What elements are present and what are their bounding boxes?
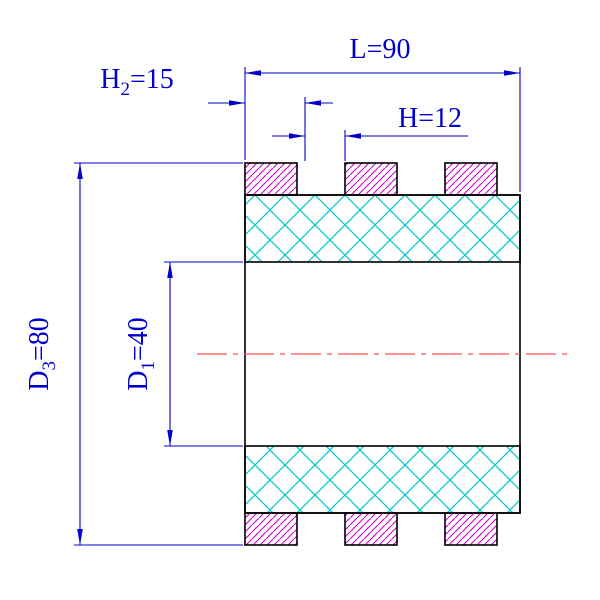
tooth-top-2 [344, 162, 398, 196]
dimension-H: H=12 [272, 103, 468, 161]
hatch-band-top [244, 194, 521, 263]
arrowhead-left [345, 133, 361, 139]
dimension-L: L=90 [244, 34, 521, 192]
dimension-D3: D3=80 [24, 162, 243, 546]
dimension-label-D3: D3=80 [24, 317, 60, 391]
hatch-band-bottom [244, 445, 521, 514]
arrowhead-up [167, 262, 173, 278]
dimension-label-H2: H2=15 [100, 64, 174, 100]
tooth-bottom-2 [344, 512, 398, 546]
dimension-label-H: H=12 [398, 103, 462, 134]
arrowhead-right [289, 133, 305, 139]
arrowhead-right [504, 70, 520, 76]
arrowhead-down [167, 430, 173, 446]
arrowhead-left [305, 100, 321, 106]
arrowhead-left [245, 70, 261, 76]
arrowhead-up [77, 163, 83, 179]
tooth-top-3 [444, 162, 498, 196]
dimension-H2: H2=15 [100, 64, 333, 161]
dimension-D1: D1=40 [123, 261, 243, 447]
dimension-label-D1: D1=40 [123, 317, 159, 391]
arrowhead-right [229, 100, 245, 106]
tooth-top-1 [244, 162, 298, 196]
part-body [244, 162, 521, 546]
dimension-label-L: L=90 [350, 34, 411, 65]
tooth-bottom-1 [244, 512, 298, 546]
arrowhead-down [77, 529, 83, 545]
tooth-bottom-3 [444, 512, 498, 546]
